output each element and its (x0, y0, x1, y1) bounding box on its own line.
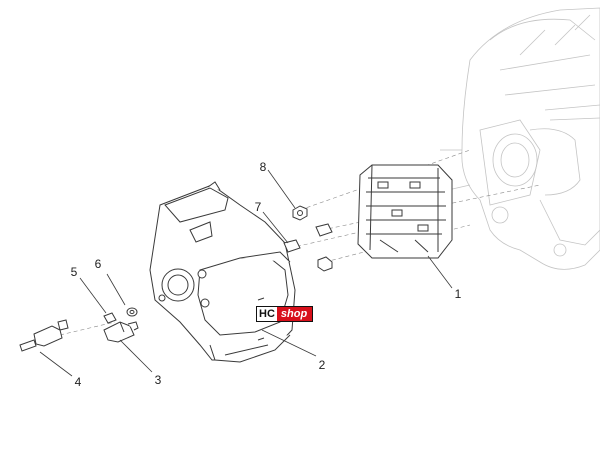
callout-6: 6 (95, 257, 102, 271)
callout-8: 8 (260, 160, 267, 174)
part-8-nut (292, 205, 308, 221)
part-4-temperature-sender (19, 319, 69, 352)
hc-shop-watermark: HC shop (256, 306, 314, 322)
watermark-shop: shop (276, 307, 313, 321)
callout-3: 3 (155, 373, 162, 387)
part-5-screw (103, 312, 117, 324)
callout-2: 2 (319, 358, 326, 372)
part-3-sensor (103, 321, 139, 343)
watermark-hc: HC (257, 307, 277, 321)
part-7-spacers (283, 223, 333, 272)
callout-4: 4 (75, 375, 82, 389)
part-6-washer (126, 307, 138, 317)
callout-7: 7 (255, 200, 262, 214)
callout-5: 5 (71, 265, 78, 279)
callout-1: 1 (455, 287, 462, 301)
engine-outline (440, 7, 600, 270)
part-1-cylinder-head (357, 164, 453, 259)
leader-lines (39, 169, 453, 377)
